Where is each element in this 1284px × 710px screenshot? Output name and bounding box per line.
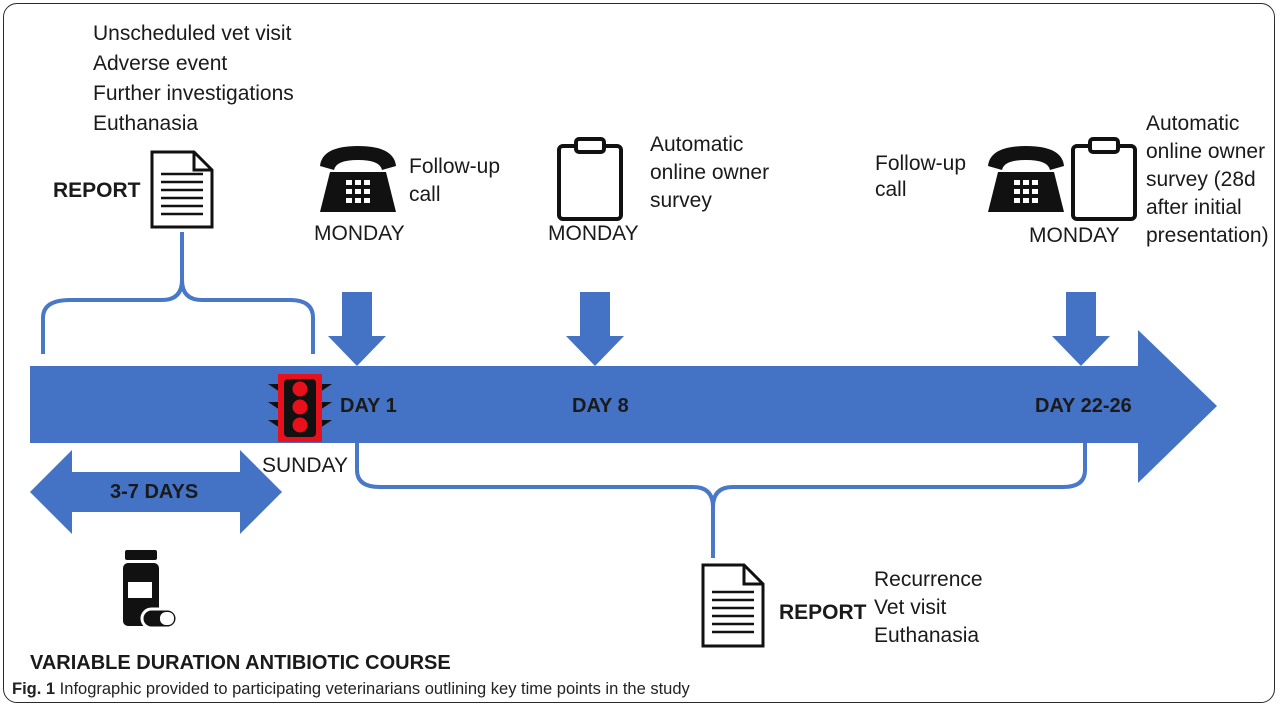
survey-1-line-2: online owner: [650, 161, 770, 184]
figure-number: Fig. 1: [12, 680, 56, 698]
medicine-bottle-icon: [123, 550, 179, 630]
survey-2-line-1: Automatic: [1146, 112, 1240, 135]
top-report-bracket: [41, 232, 315, 354]
report-label-top: REPORT: [53, 179, 141, 202]
report-document-icon-top: [150, 150, 214, 229]
followup-call-1-line-2: call: [409, 183, 441, 206]
report-document-icon-bottom: [701, 563, 765, 648]
monday-label-2: MONDAY: [548, 222, 639, 245]
timeline-arrow: [30, 330, 1217, 483]
clipboard-icon-1: [557, 137, 623, 221]
down-arrow-day-22-26: [1052, 292, 1110, 366]
figure-caption: Fig. 1 Infographic provided to participa…: [12, 680, 690, 699]
survey-2-line-3: survey (28d: [1146, 168, 1256, 191]
survey-1-line-1: Automatic: [650, 133, 744, 156]
monday-label-3: MONDAY: [1029, 224, 1120, 247]
followup-call-2-line-2: call: [875, 178, 907, 201]
bottom-event-1: Recurrence: [874, 568, 983, 591]
top-event-1: Unscheduled vet visit: [93, 22, 292, 45]
top-event-2: Adverse event: [93, 52, 228, 75]
antibiotic-course-label: VARIABLE DURATION ANTIBIOTIC COURSE: [30, 652, 451, 674]
sunday-label: SUNDAY: [262, 454, 348, 477]
survey-2-line-4: after initial: [1146, 196, 1242, 219]
bottom-event-2: Vet visit: [874, 596, 947, 619]
figure-frame: [3, 3, 1275, 703]
down-arrow-day-1: [328, 292, 386, 366]
top-event-4: Euthanasia: [93, 112, 199, 135]
followup-call-1-line-1: Follow-up: [409, 155, 501, 178]
survey-2-line-2: online owner: [1146, 140, 1266, 163]
duration-double-arrow: [30, 450, 282, 534]
monday-label-1: MONDAY: [314, 222, 405, 245]
report-label-bottom: REPORT: [779, 601, 867, 624]
survey-2-line-5: presentation): [1146, 224, 1269, 247]
survey-1-line-3: survey: [650, 189, 712, 212]
top-event-3: Further investigations: [93, 82, 294, 105]
day-1-label: DAY 1: [340, 395, 397, 417]
duration-label: 3-7 DAYS: [110, 481, 199, 503]
bottom-event-3: Euthanasia: [874, 624, 980, 647]
caption-text: Infographic provided to participating ve…: [55, 680, 690, 698]
followup-call-2-line-1: Follow-up: [875, 152, 967, 175]
traffic-light-icon: [268, 374, 332, 442]
phone-icon-2: [988, 146, 1064, 212]
day-22-26-label: DAY 22-26: [1035, 395, 1132, 417]
clipboard-icon-2: [1071, 137, 1137, 221]
bottom-report-bracket: [355, 443, 1087, 558]
down-arrow-day-8: [566, 292, 624, 366]
phone-icon-1: [320, 146, 396, 212]
day-8-label: DAY 8: [572, 395, 629, 417]
